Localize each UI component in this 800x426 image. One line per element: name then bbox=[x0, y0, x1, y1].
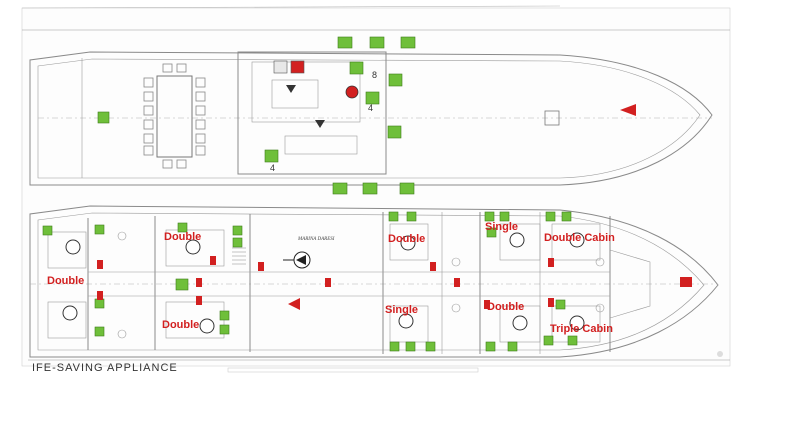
lower-hull-outline bbox=[29, 205, 719, 358]
jacket-icon bbox=[264, 149, 279, 163]
toilet bbox=[595, 257, 605, 267]
deckhouse bbox=[237, 51, 387, 175]
fire-extinguisher-icon bbox=[210, 256, 216, 265]
bed bbox=[499, 305, 541, 343]
upper-safety-icons bbox=[97, 36, 416, 195]
liferaft-icon bbox=[332, 182, 348, 195]
toilet bbox=[451, 303, 461, 313]
fire-alarm-icon bbox=[680, 277, 692, 287]
cabin-label-double-5: Double bbox=[487, 301, 524, 313]
anchor-icon bbox=[315, 120, 325, 128]
horn-icon bbox=[288, 298, 300, 310]
cabin-label-single-2: Single bbox=[385, 304, 418, 316]
fire-extinguisher-icon bbox=[196, 296, 202, 305]
panel-icon bbox=[273, 60, 288, 74]
stairs bbox=[232, 247, 246, 265]
lifebuoy-icon bbox=[97, 111, 110, 124]
bed bbox=[47, 301, 87, 339]
cabin-label-single-1: Single bbox=[485, 221, 518, 233]
fire-extinguisher-icon bbox=[97, 260, 103, 269]
toilet bbox=[451, 257, 461, 267]
dining-chairs bbox=[143, 63, 206, 169]
fire-extinguisher-icon bbox=[258, 262, 264, 271]
cabin-label-double-4: Double bbox=[388, 233, 425, 245]
horn-icon bbox=[620, 104, 636, 116]
toilet bbox=[595, 303, 605, 313]
console bbox=[271, 79, 319, 109]
bed-markers bbox=[62, 232, 585, 334]
helm-area bbox=[251, 61, 361, 123]
cabin-label-triple-cabin: Triple Cabin bbox=[550, 323, 613, 335]
fire-extinguisher-icon bbox=[548, 298, 554, 307]
upper-number-left: 4 bbox=[270, 163, 275, 173]
lower-hull-inner bbox=[37, 212, 705, 351]
upper-number-top: 8 bbox=[372, 70, 377, 80]
lower-deck: MARINA DARESI bbox=[29, 205, 719, 358]
bed bbox=[499, 223, 541, 261]
hatch bbox=[544, 110, 560, 126]
anchor-icon bbox=[286, 85, 296, 93]
bed bbox=[551, 223, 601, 261]
fire-extinguisher-icon bbox=[97, 291, 103, 300]
alarm-icon bbox=[290, 60, 305, 74]
footer-box bbox=[227, 367, 479, 373]
signal-icon bbox=[388, 73, 403, 87]
fire-pump-icon bbox=[345, 85, 359, 99]
toilet bbox=[117, 329, 127, 339]
fire-extinguisher-icon bbox=[548, 258, 554, 267]
lower-safety-icons bbox=[42, 211, 578, 352]
liferaft-icon bbox=[337, 36, 353, 49]
lower-red-icons bbox=[97, 256, 692, 310]
cabin-label-double-2: Double bbox=[47, 275, 84, 287]
cabin-label-double-1: Double bbox=[164, 231, 201, 243]
sheet-mark bbox=[717, 351, 723, 357]
fire-extinguisher-icon bbox=[430, 262, 436, 271]
cabin-label-double-3: Double bbox=[162, 319, 199, 331]
upper-number-right: 4 bbox=[368, 103, 373, 113]
fire-extinguisher-icon bbox=[196, 278, 202, 287]
upper-red-icons bbox=[273, 60, 636, 128]
bed bbox=[47, 231, 87, 269]
bed bbox=[165, 229, 225, 267]
sheet-top-edge bbox=[21, 5, 561, 9]
upper-hull-inner bbox=[37, 58, 701, 179]
liferaft-icon bbox=[369, 36, 385, 49]
bow-compartment bbox=[609, 249, 651, 319]
signal-icon bbox=[349, 61, 364, 75]
bench bbox=[284, 135, 358, 155]
footer-title: IFE-SAVING APPLIANCE bbox=[32, 362, 178, 374]
fire-extinguisher-icon bbox=[325, 278, 331, 287]
cabin-label-double-cabin: Double Cabin bbox=[544, 232, 615, 244]
signal-icon bbox=[365, 91, 380, 105]
upper-hull-outline bbox=[29, 51, 713, 186]
fire-extinguisher-icon bbox=[484, 300, 490, 309]
liferaft-icon bbox=[362, 182, 378, 195]
fire-extinguisher-icon bbox=[454, 278, 460, 287]
liferaft-icon bbox=[399, 182, 415, 195]
pump-symbol bbox=[283, 251, 311, 269]
signal-icon bbox=[387, 125, 402, 139]
bed bbox=[389, 223, 429, 261]
dining-table bbox=[156, 75, 193, 158]
liferaft-icon bbox=[400, 36, 416, 49]
boat-name: MARINA DARESI bbox=[297, 237, 335, 242]
upper-deck: 4 4 8 bbox=[29, 51, 713, 186]
toilet bbox=[117, 231, 127, 241]
